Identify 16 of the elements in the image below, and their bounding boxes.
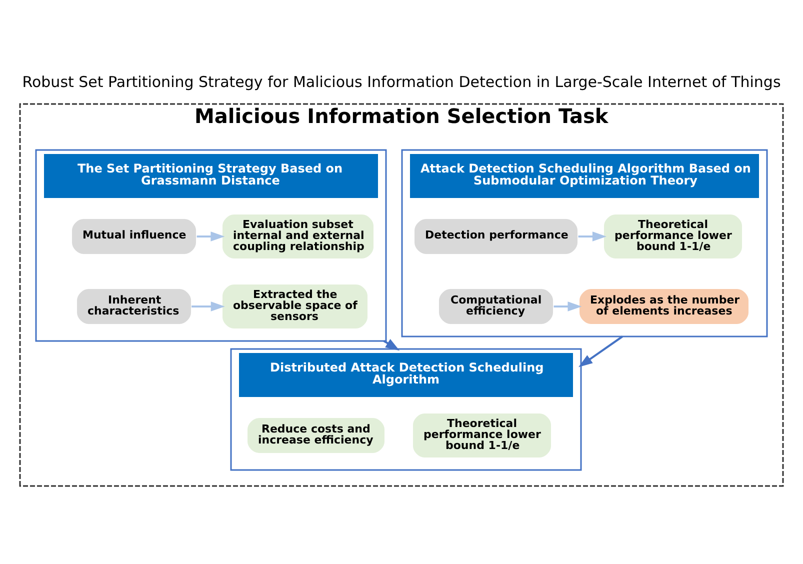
arrow [578,231,606,241]
arrow [196,231,225,241]
node-box: Mutual influence [71,218,197,254]
node-box: Theoretical performance lower bound 1-1/e [603,213,743,259]
node-box: Inherent characteristics [76,288,192,324]
arrow [192,301,225,311]
node-box: Theoretical performance lower bound 1-1/e [412,412,552,458]
node-box: Reduce costs and increase efficiency [246,416,386,454]
arrow [578,335,624,367]
node-box: Explodes as the number of elements increases [578,288,750,324]
node-box: Computational efficiency [438,288,554,324]
node-box: Evaluation subset internal and external coupling relationship [222,213,374,259]
node-box: Detection performance [414,218,578,254]
node-box: Extracted the observable space of sensors [222,283,368,329]
diagram-title: Robust Set Partitioning Strategy for Malicious Information Detection in Large-Scale Internet of Things [22,72,781,90]
arrow [554,301,582,311]
